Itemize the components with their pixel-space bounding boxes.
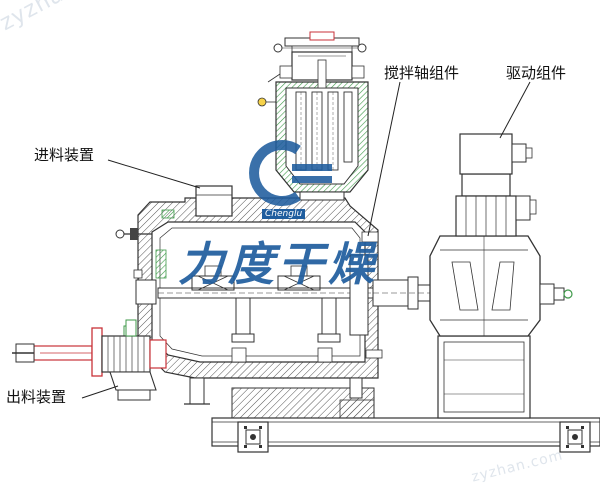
label-agitator-shaft-assembly: 搅拌轴组件 <box>384 64 460 82</box>
discharge-assembly <box>12 319 167 401</box>
brand-watermark-latin: Chenglu <box>262 209 306 219</box>
brand-logo-mark <box>249 140 332 206</box>
label-drive-assembly: 驱动组件 <box>506 64 567 82</box>
drive-gearbox <box>429 235 573 337</box>
dryer-vessel <box>115 185 383 405</box>
filter-housing <box>257 31 369 201</box>
anchor-bolt-left <box>237 421 269 453</box>
anchor-bolt-right <box>559 421 591 453</box>
drive-motor <box>455 133 537 237</box>
label-feed-device: 进料装置 <box>34 146 95 164</box>
label-discharge-device: 出料装置 <box>6 388 67 406</box>
shaft-coupling <box>372 276 440 310</box>
agitator-paddles <box>191 265 341 343</box>
foundation-base <box>211 387 600 453</box>
drive-pedestal <box>437 335 531 419</box>
brand-watermark: 力度干燥 <box>178 237 378 291</box>
callout-leaders <box>81 81 531 399</box>
